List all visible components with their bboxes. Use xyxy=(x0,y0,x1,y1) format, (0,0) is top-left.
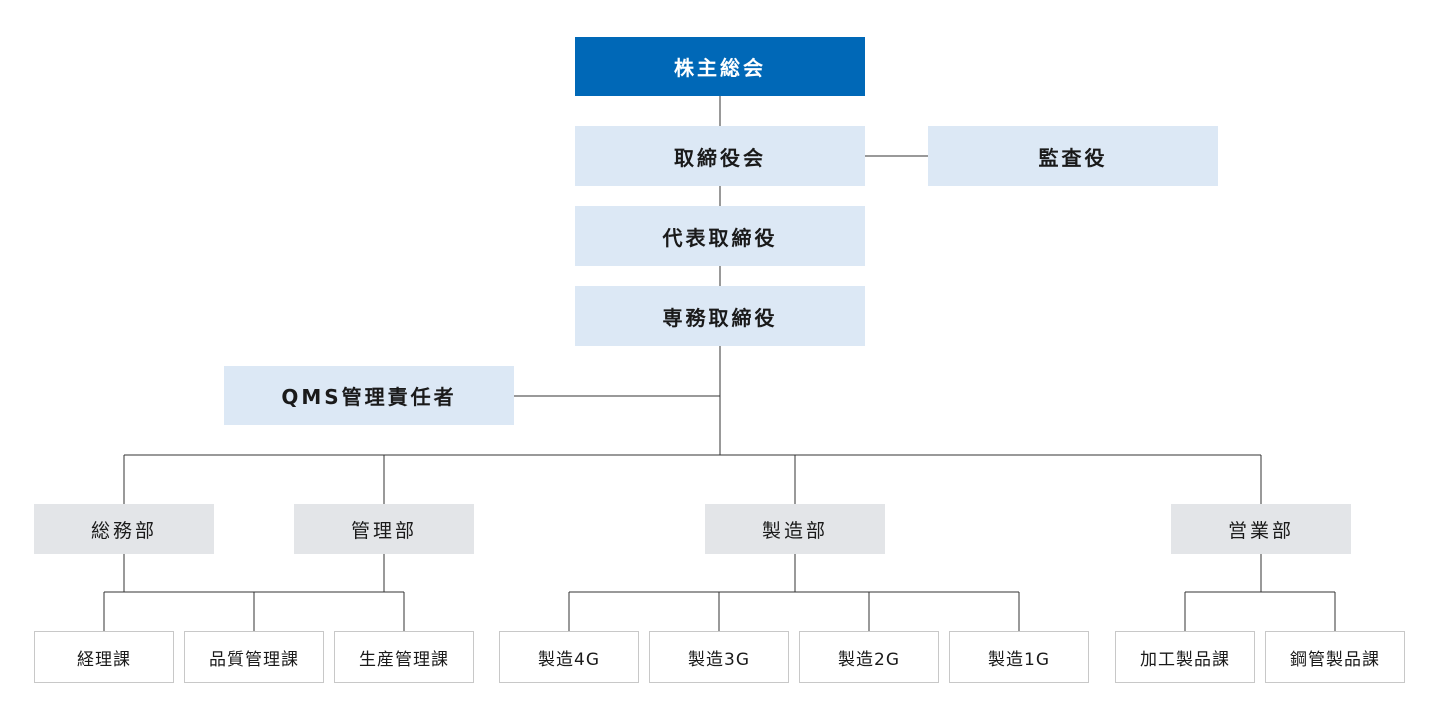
qms-manager-label: QMS管理責任者 xyxy=(281,385,457,409)
steel-pipe-products-section-box: 鋼管製品課 xyxy=(1265,631,1405,683)
section-label: 鋼管製品課 xyxy=(1290,649,1380,670)
section-label: 経理課 xyxy=(77,649,131,670)
manufacturing-2g-box: 製造2G xyxy=(799,631,939,683)
auditor-box: 監査役 xyxy=(928,126,1218,186)
dept-label: 製造部 xyxy=(761,519,828,542)
section-label: 品質管理課 xyxy=(209,649,299,670)
general-affairs-dept-box: 総務部 xyxy=(34,504,214,554)
section-label: 製造1G xyxy=(988,649,1050,670)
board-of-directors-box: 取締役会 xyxy=(575,126,865,186)
senior-director-label: 専務取締役 xyxy=(662,305,778,330)
qms-manager-box: QMS管理責任者 xyxy=(224,366,514,425)
section-label: 製造3G xyxy=(688,649,750,670)
shareholders-meeting-box: 株主総会 xyxy=(575,37,865,96)
accounting-section-box: 経理課 xyxy=(34,631,174,683)
section-label: 製造4G xyxy=(538,649,600,670)
processed-products-section-box: 加工製品課 xyxy=(1115,631,1255,683)
manufacturing-dept-box: 製造部 xyxy=(705,504,885,554)
dept-label: 管理部 xyxy=(350,519,417,542)
production-control-section-box: 生産管理課 xyxy=(334,631,474,683)
auditor-label: 監査役 xyxy=(1038,145,1108,170)
manufacturing-4g-box: 製造4G xyxy=(499,631,639,683)
section-label: 製造2G xyxy=(838,649,900,670)
section-label: 生産管理課 xyxy=(359,649,449,670)
shareholders-meeting-label: 株主総会 xyxy=(674,56,766,80)
sales-dept-box: 営業部 xyxy=(1171,504,1351,554)
president-label: 代表取締役 xyxy=(662,225,778,250)
administration-dept-box: 管理部 xyxy=(294,504,474,554)
board-of-directors-label: 取締役会 xyxy=(674,145,766,170)
quality-control-section-box: 品質管理課 xyxy=(184,631,324,683)
senior-director-box: 専務取締役 xyxy=(575,286,865,346)
dept-label: 営業部 xyxy=(1227,519,1294,542)
manufacturing-1g-box: 製造1G xyxy=(949,631,1089,683)
manufacturing-3g-box: 製造3G xyxy=(649,631,789,683)
dept-label: 総務部 xyxy=(90,519,157,542)
section-label: 加工製品課 xyxy=(1140,649,1230,670)
president-box: 代表取締役 xyxy=(575,206,865,266)
